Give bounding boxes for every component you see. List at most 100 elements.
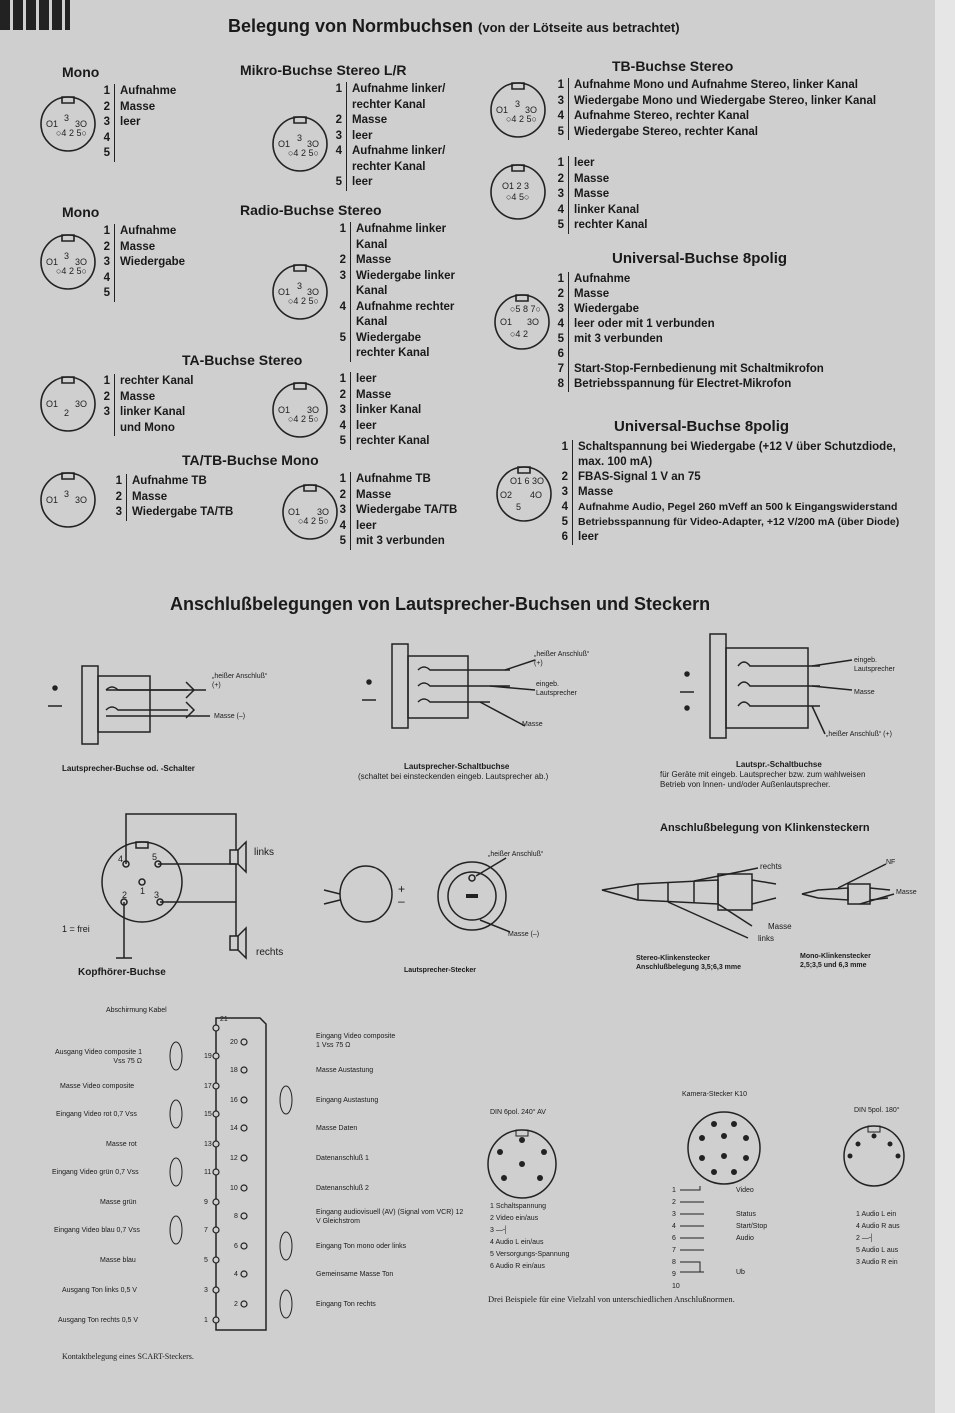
jack-nf-label: NF	[886, 859, 896, 866]
headphone-diagram: 4 5 1 2 3	[101, 813, 247, 960]
svg-text:○4 2: ○4 2	[510, 329, 528, 339]
svg-text:3O: 3O	[307, 139, 319, 149]
d2-caption: Lautsprecher-Schaltbuchse	[404, 762, 510, 771]
d3-hot-label: „heißer Anschluß“ (+)	[826, 731, 892, 738]
svg-text:O1: O1	[288, 507, 300, 517]
jack-right-label: rechts	[760, 862, 782, 871]
d1-gnd-label: Masse (–)	[214, 713, 246, 720]
svg-text:O1: O1	[46, 399, 58, 409]
hp-pin-1: 1	[140, 886, 145, 896]
svg-text:○5 8 7○: ○5 8 7○	[510, 304, 541, 314]
svg-text:O1: O1	[278, 139, 290, 149]
svg-text:3O: 3O	[75, 119, 87, 129]
svg-text:○4 2 5○: ○4 2 5○	[288, 148, 319, 158]
d1-caption: Lautsprecher-Buchse od. -Schalter	[62, 764, 195, 773]
svg-text:5: 5	[516, 502, 521, 512]
block-title-radio: Radio-Buchse Stereo	[240, 202, 382, 218]
plug-hot-label: „heißer Anschluß“	[488, 851, 544, 858]
plug-minus: –	[398, 894, 405, 908]
scart-caption: Kontaktbelegung eines SCART-Steckers.	[62, 1352, 194, 1361]
svg-text:○4 2 5○: ○4 2 5○	[298, 516, 329, 526]
d3-gnd-label: Masse	[854, 689, 875, 696]
svg-text:○4 2 5○: ○4 2 5○	[506, 114, 537, 124]
k10-title: Kamera-Stecker K10	[682, 1091, 747, 1098]
hp-free-label: 1 = frei	[62, 924, 90, 934]
d2-caption-sub: (schaltet bei einsteckenden eingeb. Laut…	[358, 772, 549, 781]
svg-text:O1: O1	[278, 405, 290, 415]
svg-text:O1: O1	[278, 287, 290, 297]
block-title-ta: TA-Buchse Stereo	[182, 352, 303, 368]
corner-stripes	[0, 0, 70, 30]
jack-mono-caption2: 2,5;3,5 und 6,3 mme	[800, 962, 867, 969]
hp-pin-4: 4	[118, 854, 123, 864]
svg-text:O1: O1	[46, 119, 58, 129]
hp-pin-5: 5	[152, 852, 157, 862]
d3-caption: Lautspr.-Schaltbuchse	[736, 760, 822, 769]
block-title-uni8b: Universal-Buchse 8polig	[614, 418, 790, 435]
hp-left-label: links	[254, 847, 275, 858]
block-title-mono1: Mono	[62, 64, 100, 80]
block-title-tatb: TA/TB-Buchse Mono	[182, 452, 319, 468]
block-title-uni8a: Universal-Buchse 8polig	[612, 250, 788, 267]
jack-stereo-caption: Stereo-Klinkenstecker	[636, 955, 710, 962]
hp-pin-2: 2	[122, 890, 127, 900]
scart-connector	[169, 1017, 293, 1331]
svg-text:O2: O2	[500, 490, 512, 500]
svg-text:3O: 3O	[307, 287, 319, 297]
din6-diagram	[487, 1129, 557, 1199]
svg-text:3O: 3O	[75, 399, 87, 409]
page-edge	[935, 0, 955, 1413]
svg-text:○4 2 5○: ○4 2 5○	[288, 296, 319, 306]
plug-caption: Lautsprecher-Stecker	[404, 967, 476, 974]
footer-note: Drei Beispiele für eine Vielzahl von unt…	[488, 1294, 735, 1304]
d3-ext-label: eingeb. Lautsprecher	[854, 657, 895, 673]
svg-text:4O: 4O	[530, 490, 542, 500]
svg-text:○4 2 5○: ○4 2 5○	[56, 266, 87, 276]
hp-caption: Kopfhörer-Buchse	[78, 967, 166, 978]
svg-text:3O: 3O	[317, 507, 329, 517]
plug-plus: +	[398, 882, 406, 896]
d2-ext-label: eingeb. Lautsprecher	[536, 681, 577, 697]
d3-caption-sub2: Betrieb von Innen- und/oder Außenlautspr…	[660, 780, 831, 789]
svg-text:3: 3	[297, 133, 302, 143]
svg-text:3: 3	[64, 113, 69, 123]
svg-text:3O: 3O	[525, 105, 537, 115]
svg-text:3O: 3O	[75, 257, 87, 267]
svg-text:O1: O1	[46, 257, 58, 267]
block-title-mikro: Mikro-Buchse Stereo L/R	[240, 62, 407, 78]
k10-wiring	[680, 1186, 704, 1273]
svg-text:3O: 3O	[307, 405, 319, 415]
page-title: Belegung von Normbuchsen (von der Lötsei…	[228, 16, 680, 36]
d3-caption-sub: für Geräte mit eingeb. Lautsprecher bzw.…	[660, 770, 866, 779]
svg-text:O1: O1	[46, 495, 58, 505]
block-title-tb: TB-Buchse Stereo	[612, 58, 734, 74]
svg-text:O1 6 3O: O1 6 3O	[510, 476, 544, 486]
plug-gnd-label: Masse (–)	[508, 931, 540, 938]
svg-text:O1: O1	[500, 317, 512, 327]
svg-text:○4 5○: ○4 5○	[506, 192, 529, 202]
hp-pin-3: 3	[154, 890, 159, 900]
hp-right-label: rechts	[256, 947, 284, 958]
block-title-mono2: Mono	[62, 204, 100, 220]
jack-left-label: links	[758, 934, 775, 943]
speaker-plug-diagram	[323, 857, 511, 933]
svg-text:○4 2 5○: ○4 2 5○	[288, 414, 319, 424]
k10-diagram	[687, 1111, 761, 1185]
svg-text:3: 3	[64, 489, 69, 499]
din6-title: DIN 6pol. 240° AV	[490, 1109, 546, 1116]
svg-text:3O: 3O	[75, 495, 87, 505]
svg-text:3O: 3O	[527, 317, 539, 327]
jack-gnd2-label: Masse	[896, 889, 917, 896]
din5-diagram	[843, 1125, 905, 1187]
svg-text:○4 2 5○: ○4 2 5○	[56, 128, 87, 138]
